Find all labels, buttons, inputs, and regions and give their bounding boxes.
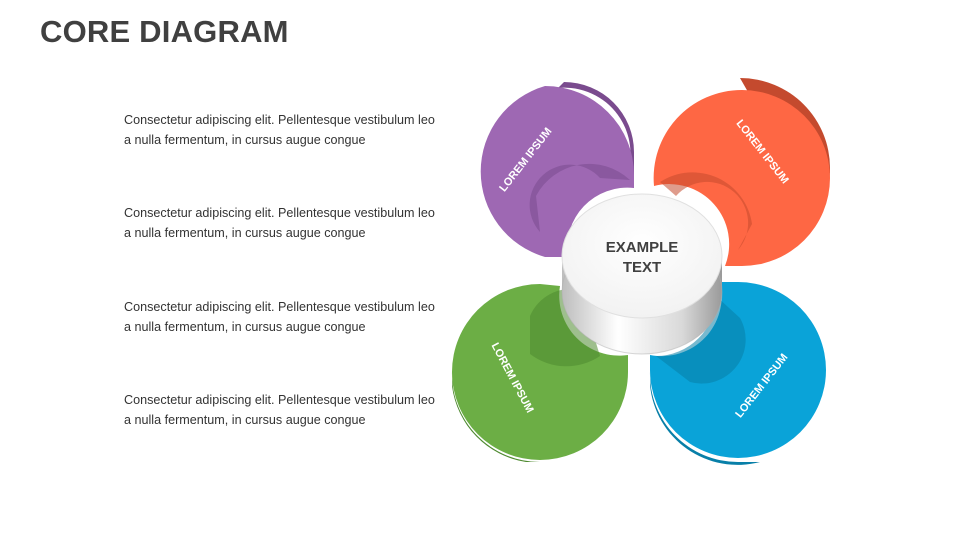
description-2: Consectetur adipiscing elit. Pellentesqu… <box>124 206 435 240</box>
petal-orange-notch <box>660 172 752 250</box>
petal-purple-side <box>558 82 634 188</box>
petal-orange-side <box>740 78 831 182</box>
petal-purple: LOREM IPSUM <box>480 82 634 257</box>
core-text-line1: EXAMPLE <box>606 239 679 256</box>
petal-blue: LOREM IPSUM <box>649 282 826 465</box>
slide-title: CORE DIAGRAM <box>40 14 289 49</box>
petal-blue-body <box>650 282 826 458</box>
core-top <box>561 193 723 319</box>
description-3: Consectetur adipiscing elit. Pellentesqu… <box>124 300 435 334</box>
petal-orange-body <box>653 89 830 266</box>
petal-orange: LOREM IPSUM <box>653 78 831 266</box>
description-1: Consectetur adipiscing elit. Pellentesqu… <box>124 113 435 147</box>
description-4: Consectetur adipiscing elit. Pellentesqu… <box>124 393 435 427</box>
petal-blue-notch <box>656 296 746 384</box>
core-cylinder: EXAMPLE TEXT <box>561 193 723 355</box>
core-text-line2: TEXT <box>623 259 661 276</box>
petal-green-body <box>452 284 628 460</box>
